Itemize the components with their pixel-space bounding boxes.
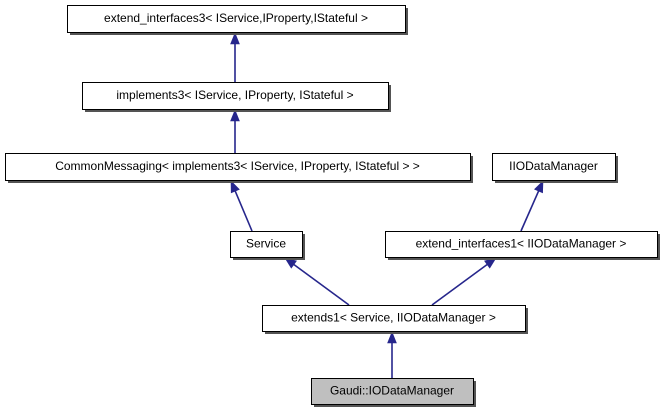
edge-extend_interfaces1-to-iiodatamanager <box>520 180 544 232</box>
node-label: extends1< Service, IIODataManager > <box>291 311 496 325</box>
node-box[interactable] <box>5 153 471 181</box>
arrowhead-icon <box>534 180 544 194</box>
node-box[interactable] <box>230 231 303 258</box>
node-label: CommonMessaging< implements3< IService, … <box>55 159 420 173</box>
edge-gaudi-to-extends1 <box>387 331 397 378</box>
node-label: implements3< IService, IProperty, IState… <box>116 88 353 102</box>
node-iiodatamanager[interactable]: IIODataManager <box>492 153 619 184</box>
node-extend_interfaces3[interactable]: extend_interfaces3< IService,IProperty,I… <box>67 5 409 36</box>
edges-layer <box>230 32 544 378</box>
edge-line <box>233 189 253 232</box>
edge-common_messaging-to-implements3 <box>230 109 240 153</box>
node-box[interactable] <box>311 378 474 405</box>
node-extends1[interactable]: extends1< Service, IIODataManager > <box>262 305 529 335</box>
edge-service-to-common_messaging <box>230 180 253 232</box>
node-box[interactable] <box>492 153 616 181</box>
edge-extends1-to-extend_interfaces1 <box>431 257 497 306</box>
node-label: extend_interfaces3< IService,IProperty,I… <box>104 11 368 25</box>
node-implements3[interactable]: implements3< IService, IProperty, IState… <box>82 82 392 113</box>
edge-implements3-to-extend_interfaces3 <box>230 32 240 82</box>
arrowhead-icon <box>230 180 240 194</box>
node-label: Service <box>246 237 286 251</box>
node-label: extend_interfaces1< IIODataManager > <box>416 237 627 251</box>
node-label: Gaudi::IODataManager <box>330 384 454 398</box>
node-extend_interfaces1[interactable]: extend_interfaces1< IIODataManager > <box>385 231 661 261</box>
node-label: IIODataManager <box>509 159 598 173</box>
node-common_messaging[interactable]: CommonMessaging< implements3< IService, … <box>5 153 474 184</box>
edge-line <box>431 262 489 306</box>
arrowhead-icon <box>230 109 240 122</box>
node-box[interactable] <box>385 231 658 258</box>
node-service[interactable]: Service <box>230 231 306 261</box>
nodes-layer: extend_interfaces3< IService,IProperty,I… <box>5 5 661 408</box>
edge-line <box>520 189 540 232</box>
arrowhead-icon <box>230 32 240 45</box>
node-box[interactable] <box>82 82 389 110</box>
node-gaudi_iodatamanager[interactable]: Gaudi::IODataManager <box>311 378 477 408</box>
edge-line <box>292 262 350 306</box>
node-box[interactable] <box>67 5 406 33</box>
node-box[interactable] <box>262 305 526 332</box>
arrowhead-icon <box>387 331 397 344</box>
edge-extends1-to-service <box>284 257 350 306</box>
